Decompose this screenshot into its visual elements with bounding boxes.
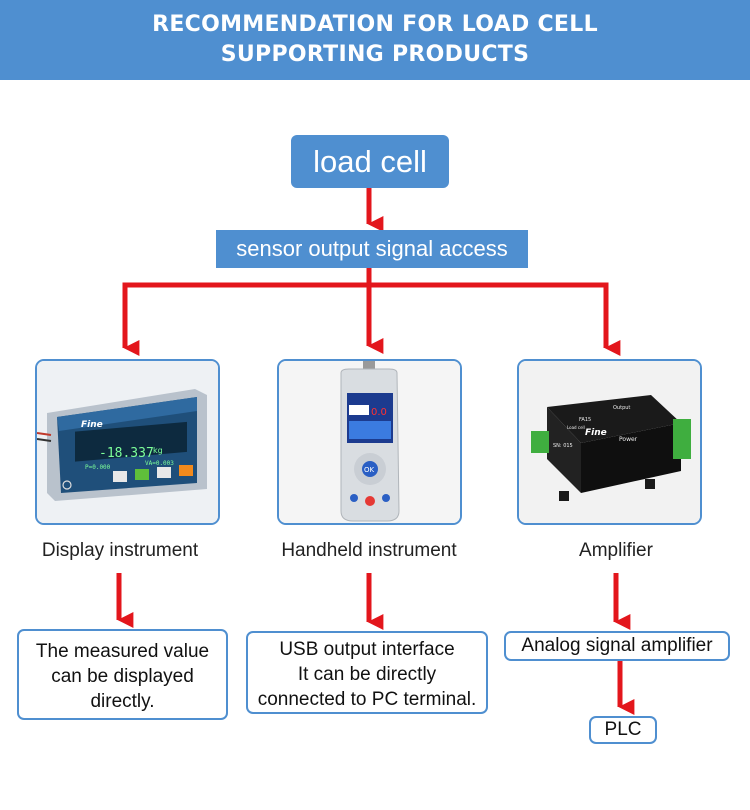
banner-title-line1: RECOMMENDATION FOR LOAD CELL <box>152 12 598 37</box>
label-amplifier: Amplifier <box>579 540 653 561</box>
display-sub-left: P=0.000 <box>85 464 111 471</box>
output-box-display: The measured value can be displayed dire… <box>17 629 228 720</box>
output-handheld-line: It can be directly <box>297 664 437 685</box>
banner-title-line2: SUPPORTING PRODUCTS <box>220 42 530 67</box>
output-amplifier-line: Analog signal amplifier <box>521 635 713 656</box>
output-handheld-line: connected to PC terminal. <box>257 689 477 710</box>
svg-text:Fine: Fine <box>585 428 607 438</box>
output-display-line: The measured value <box>35 641 210 662</box>
display-sub-right: VA=0.003 <box>145 460 174 467</box>
handheld-reading: 0.0 <box>371 407 387 418</box>
amp-sn: SN: 015 <box>553 443 573 449</box>
load-cell-node: load cell <box>291 135 449 188</box>
output-display-line: directly. <box>90 691 155 712</box>
signal-access-node: sensor output signal access <box>216 230 528 268</box>
header-banner: RECOMMENDATION FOR LOAD CELL SUPPORTING … <box>0 0 750 80</box>
label-display-instrument: Display instrument <box>41 540 199 561</box>
display-brand: Fine <box>81 420 103 430</box>
amp-power-label: Power <box>619 436 638 443</box>
display-unit: kg <box>153 446 163 455</box>
svg-text:OK: OK <box>364 466 375 474</box>
amp-output-label: Output <box>613 405 630 411</box>
output-box-amplifier: Analog signal amplifier <box>504 631 730 661</box>
plc-box: PLC <box>589 716 657 744</box>
handheld-instrument-photo: 0.0 OK <box>277 359 462 525</box>
output-box-handheld: USB output interface It can be directly … <box>246 631 488 714</box>
branch-bar <box>122 282 609 346</box>
output-display-line: can be displayed <box>51 666 194 687</box>
amp-model: FA15 <box>579 417 591 423</box>
amplifier-photo: FA15 Output Load cell Fine Power SN: 015 <box>517 359 702 525</box>
output-handheld-line: USB output interface <box>279 639 455 660</box>
label-handheld-instrument: Handheld instrument <box>281 540 457 561</box>
display-reading: -18.337 <box>99 446 154 461</box>
display-instrument-photo: -18.337 kg P=0.000 VA=0.003 Fine <box>35 359 220 525</box>
amp-load-label: Load cell <box>567 425 585 430</box>
